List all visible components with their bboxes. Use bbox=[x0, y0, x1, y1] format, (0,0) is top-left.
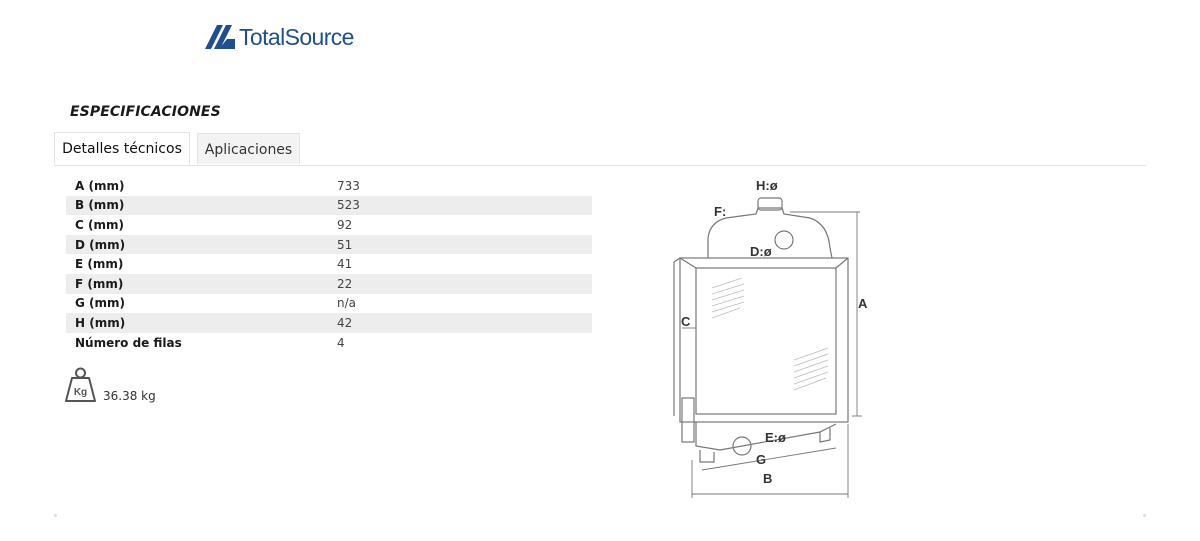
dim-label-b: B bbox=[763, 471, 772, 486]
spec-label: Número de filas bbox=[75, 335, 182, 350]
spec-table: A (mm) 733 B (mm) 523 C (mm) 92 D (mm) 5… bbox=[66, 176, 592, 352]
radiator-drawing: H:ø F: D:ø A C E:ø G B bbox=[673, 178, 868, 498]
spec-value: 41 bbox=[337, 257, 353, 272]
table-row: A (mm) 733 bbox=[66, 176, 592, 196]
table-row: E (mm) 41 bbox=[66, 254, 592, 274]
table-row: F (mm) 22 bbox=[66, 273, 592, 294]
spec-value: 523 bbox=[337, 198, 360, 213]
spec-value: 22 bbox=[337, 276, 353, 291]
dim-label-e: E:ø bbox=[765, 430, 786, 445]
spec-label: G (mm) bbox=[75, 296, 126, 311]
corner-dot bbox=[54, 514, 57, 517]
table-row: D (mm) 51 bbox=[66, 234, 592, 255]
table-row: B (mm) 523 bbox=[66, 195, 592, 216]
brand-logo[interactable]: TotalSource bbox=[205, 23, 354, 51]
spec-label: E (mm) bbox=[75, 257, 124, 272]
table-row: Número de filas 4 bbox=[66, 333, 592, 353]
spec-value: 4 bbox=[337, 335, 345, 350]
dim-label-a: A bbox=[858, 296, 868, 311]
spec-value: 733 bbox=[337, 178, 360, 193]
brand-name: TotalSource bbox=[239, 23, 354, 50]
dim-label-f: F: bbox=[714, 204, 726, 219]
table-row: G (mm) n/a bbox=[66, 294, 592, 314]
kg-weight-icon: Kg bbox=[65, 367, 96, 402]
spec-label: A (mm) bbox=[75, 178, 125, 193]
tab-bar: Detalles técnicos Aplicaciones bbox=[54, 132, 1146, 166]
spec-label: H (mm) bbox=[75, 315, 126, 330]
spec-label: B (mm) bbox=[75, 198, 125, 213]
corner-dot bbox=[1143, 514, 1146, 517]
spec-value: 92 bbox=[337, 217, 353, 232]
table-row: C (mm) 92 bbox=[66, 215, 592, 235]
dim-label-d: D:ø bbox=[750, 244, 772, 259]
dim-label-h: H:ø bbox=[756, 178, 778, 193]
tab-aplicaciones[interactable]: Aplicaciones bbox=[197, 133, 300, 164]
section-title: ESPECIFICACIONES bbox=[70, 104, 221, 120]
dim-label-g: G bbox=[756, 452, 766, 467]
spec-value: 42 bbox=[337, 315, 353, 330]
spec-label: F (mm) bbox=[75, 276, 124, 291]
spec-label: D (mm) bbox=[75, 237, 126, 252]
tab-detalles-tecnicos[interactable]: Detalles técnicos bbox=[54, 132, 190, 165]
kg-icon-text: Kg bbox=[74, 387, 87, 398]
spec-value: n/a bbox=[337, 296, 357, 311]
dim-label-c: C bbox=[681, 314, 691, 329]
brand-logo-icon bbox=[205, 25, 235, 49]
weight-value: 36.38 kg bbox=[103, 389, 156, 403]
weight-info: Kg 36.38 kg bbox=[64, 366, 156, 404]
table-row: H (mm) 42 bbox=[66, 313, 592, 333]
spec-value: 51 bbox=[337, 237, 353, 252]
spec-label: C (mm) bbox=[75, 217, 124, 232]
radiator-diagram: H:ø F: D:ø A C E:ø G B bbox=[660, 170, 890, 510]
